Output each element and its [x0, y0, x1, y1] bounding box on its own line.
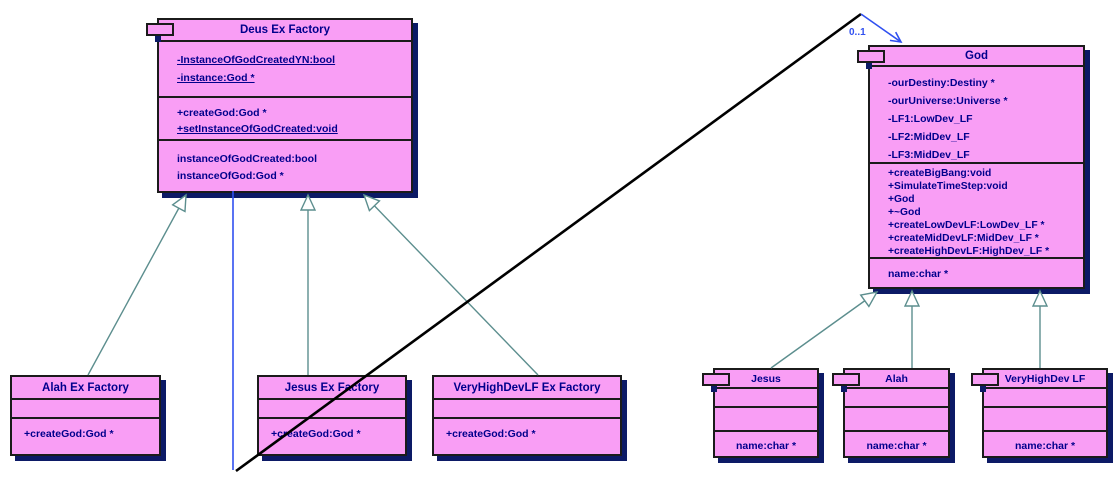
- property: instanceOfGod:God *: [177, 170, 284, 182]
- attributes-section: -ourDestiny:Destiny * -ourUniverse:Unive…: [870, 65, 1083, 162]
- property: name:char *: [866, 440, 927, 452]
- attributes-section: [259, 398, 405, 417]
- operation: +createGod:God *: [271, 428, 361, 440]
- property: name:char *: [1014, 440, 1076, 452]
- operation: +createHighDevLF:HighDev_LF *: [888, 246, 1050, 257]
- operations-section: [984, 406, 1106, 430]
- class-god[interactable]: God -ourDestiny:Destiny * -ourUniverse:U…: [857, 45, 1085, 289]
- class-icon-dot: [711, 386, 717, 392]
- operations-section: +createBigBang:void +SimulateTimeStep:vo…: [870, 162, 1083, 257]
- operation: +createBigBang:void: [888, 168, 992, 179]
- class-icon-dot: [980, 386, 986, 392]
- operation: +createGod:God *: [446, 428, 536, 440]
- class-title: God: [965, 50, 988, 62]
- attributes-section: [434, 398, 620, 417]
- attribute: -ourUniverse:Universe *: [888, 95, 1008, 107]
- attribute: -instance:God *: [177, 72, 255, 84]
- operation: +createGod:God *: [24, 428, 114, 440]
- class-title: VeryHighDev LF: [1004, 372, 1086, 385]
- operations-section: +createGod:God *: [259, 417, 405, 454]
- operation: +~God: [888, 207, 921, 218]
- operation: +SimulateTimeStep:void: [888, 181, 1008, 192]
- properties-section: name:char *: [715, 430, 817, 456]
- class-title: Jesus: [751, 372, 781, 385]
- operation: +setInstanceOfGodCreated:void: [177, 123, 338, 135]
- attribute: -LF1:LowDev_LF: [888, 113, 973, 125]
- property: instanceOfGodCreated:bool: [177, 153, 318, 165]
- association-multiplicity-label: 0..1: [849, 27, 866, 38]
- properties-section: name:char *: [984, 430, 1106, 456]
- generalization-veryhighdevlf-ex-factory: [364, 195, 539, 376]
- properties-section: name:char *: [845, 430, 948, 456]
- class-alah-ex-factory[interactable]: Alah Ex Factory +createGod:God *: [10, 375, 161, 456]
- class-jesus-ex-factory[interactable]: Jesus Ex Factory +createGod:God *: [257, 375, 407, 456]
- attributes-section: -InstanceOfGodCreatedYN:bool -instance:G…: [159, 40, 411, 96]
- attribute: -InstanceOfGodCreatedYN:bool: [177, 54, 336, 66]
- class-title: Deus Ex Factory: [239, 24, 331, 36]
- class-stereotype-icon: [702, 373, 730, 386]
- class-stereotype-icon: [971, 373, 999, 386]
- properties-section: instanceOfGodCreated:bool instanceOfGod:…: [159, 139, 411, 191]
- class-title: Jesus Ex Factory: [284, 381, 380, 394]
- generalization-jesus: [770, 292, 877, 369]
- properties-section: name:char *: [870, 257, 1083, 287]
- operations-section: [715, 406, 817, 430]
- class-icon-dot: [155, 36, 161, 42]
- class-icon-dot: [841, 386, 847, 392]
- operations-section: +createGod:God * +setInstanceOfGodCreate…: [159, 96, 411, 139]
- class-title: Alah: [885, 372, 908, 385]
- class-icon-dot: [866, 63, 872, 69]
- operation: +God: [888, 194, 915, 205]
- attributes-section: [715, 387, 817, 406]
- class-title: VeryHighDevLF Ex Factory: [453, 381, 601, 394]
- generalization-alah-ex-factory: [87, 195, 186, 376]
- attribute: -LF2:MidDev_LF: [888, 131, 970, 143]
- operations-section: +createGod:God *: [12, 417, 159, 454]
- operation: +createLowDevLF:LowDev_LF *: [888, 220, 1045, 231]
- class-jesus[interactable]: Jesus name:char *: [702, 368, 819, 458]
- property: name:char *: [888, 268, 949, 280]
- operations-section: [845, 406, 948, 430]
- class-stereotype-icon: [857, 50, 885, 63]
- class-stereotype-icon: [146, 23, 174, 36]
- attributes-section: [984, 387, 1106, 406]
- attribute: -LF3:MidDev_LF: [888, 149, 970, 161]
- operation: +createGod:God *: [177, 107, 267, 119]
- class-veryhighdev-lf[interactable]: VeryHighDev LF name:char *: [971, 368, 1108, 458]
- operation: +createMidDevLF:MidDev_LF *: [888, 233, 1039, 244]
- attributes-section: [12, 398, 159, 417]
- class-deus-ex-factory[interactable]: Deus Ex Factory -InstanceOfGodCreatedYN:…: [146, 18, 413, 193]
- attribute: -ourDestiny:Destiny *: [888, 77, 995, 89]
- operations-section: +createGod:God *: [434, 417, 620, 454]
- class-veryhighdevlf-ex-factory[interactable]: VeryHighDevLF Ex Factory +createGod:God …: [432, 375, 622, 456]
- class-alah[interactable]: Alah name:char *: [832, 368, 950, 458]
- attributes-section: [845, 387, 948, 406]
- class-stereotype-icon: [832, 373, 860, 386]
- class-title: Alah Ex Factory: [42, 381, 129, 394]
- property: name:char *: [735, 440, 797, 452]
- association-arrow-to-god: [860, 13, 903, 44]
